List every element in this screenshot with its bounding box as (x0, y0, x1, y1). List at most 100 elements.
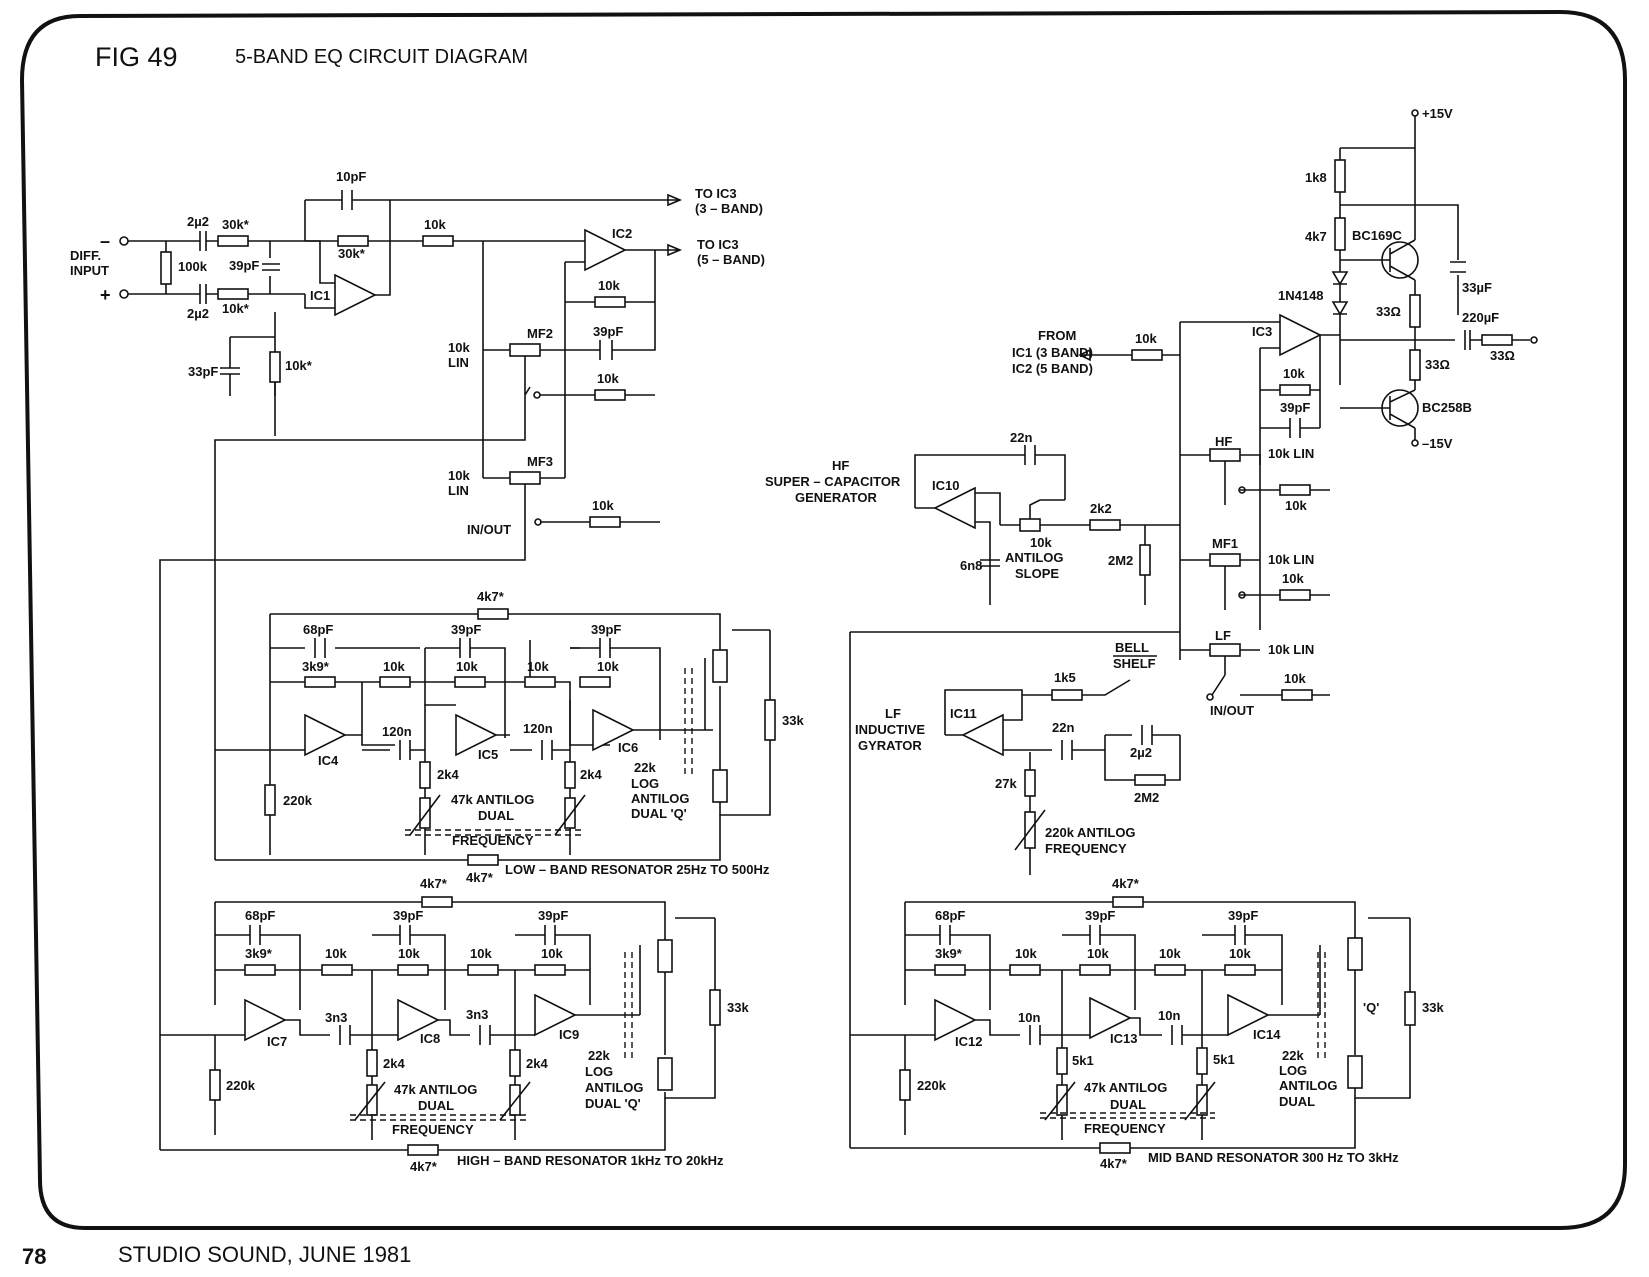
svg-text:MF2: MF2 (527, 326, 553, 341)
svg-text:22k: 22k (1282, 1048, 1304, 1063)
svg-text:3n3: 3n3 (325, 1010, 347, 1025)
svg-text:IC13: IC13 (1110, 1031, 1137, 1046)
mid-band-resonator: 4k7* 68pF 3k9* 10k 39pF 10k 10k 39pF 10k… (849, 632, 1444, 1171)
svg-text:10k: 10k (1283, 366, 1305, 381)
svg-text:10k: 10k (456, 659, 478, 674)
svg-text:IC2: IC2 (612, 226, 632, 241)
slope-pot (1019, 518, 1041, 532)
svg-text:2µ2: 2µ2 (187, 214, 209, 229)
svg-text:MF3: MF3 (527, 454, 553, 469)
svg-text:22k: 22k (588, 1048, 610, 1063)
svg-text:30k*: 30k* (338, 246, 366, 261)
svg-text:10pF: 10pF (336, 169, 366, 184)
svg-text:+15V: +15V (1422, 106, 1453, 121)
figure-title: 5-BAND EQ CIRCUIT DIAGRAM (235, 46, 528, 68)
svg-text:IC5: IC5 (478, 747, 498, 762)
publication-line: STUDIO SOUND, JUNE 1981 (118, 1242, 411, 1267)
svg-text:LOW – BAND RESONATOR 25Hz TO 5: LOW – BAND RESONATOR 25Hz TO 500Hz (505, 862, 770, 877)
svg-text:22n: 22n (1010, 430, 1032, 445)
svg-text:GENERATOR: GENERATOR (795, 490, 877, 505)
svg-text:TO IC3: TO IC3 (695, 186, 737, 201)
svg-text:39pF: 39pF (538, 908, 568, 923)
svg-text:47k ANTILOG: 47k ANTILOG (394, 1082, 477, 1097)
svg-text:1N4148: 1N4148 (1278, 288, 1324, 303)
mf1-pot (1209, 553, 1241, 567)
svg-text:IC1 (3 BAND): IC1 (3 BAND) (1012, 345, 1093, 360)
svg-text:10k: 10k (1135, 331, 1157, 346)
svg-text:33k: 33k (1422, 1000, 1444, 1015)
svg-text:39pF: 39pF (451, 622, 481, 637)
svg-text:10k: 10k (597, 659, 619, 674)
svg-text:INDUCTIVE: INDUCTIVE (855, 722, 925, 737)
svg-text:33µF: 33µF (1462, 280, 1492, 295)
svg-text:FREQUENCY: FREQUENCY (452, 833, 534, 848)
svg-text:10k*: 10k* (285, 358, 313, 373)
svg-text:2M2: 2M2 (1108, 553, 1133, 568)
svg-text:FREQUENCY: FREQUENCY (392, 1122, 474, 1137)
svg-text:–15V: –15V (1422, 436, 1453, 451)
svg-text:2k4: 2k4 (526, 1056, 548, 1071)
svg-text:DUAL 'Q': DUAL 'Q' (631, 806, 687, 821)
svg-text:TO IC3: TO IC3 (697, 237, 739, 252)
svg-text:10k: 10k (1282, 571, 1304, 586)
svg-text:1k5: 1k5 (1054, 670, 1076, 685)
svg-text:2k2: 2k2 (1090, 501, 1112, 516)
hf-super-capacitor-generator: HF SUPER – CAPACITOR GENERATOR IC10 22n … (765, 430, 1180, 605)
svg-text:SHELF: SHELF (1113, 656, 1156, 671)
svg-text:220k: 220k (226, 1078, 256, 1093)
svg-text:(5 – BAND): (5 – BAND) (697, 252, 765, 267)
svg-text:10n: 10n (1018, 1010, 1040, 1025)
svg-text:LOG: LOG (1279, 1063, 1307, 1078)
svg-text:5k1: 5k1 (1213, 1052, 1235, 1067)
svg-text:LOG: LOG (631, 776, 659, 791)
svg-text:DUAL 'Q': DUAL 'Q' (585, 1096, 641, 1111)
svg-text:FROM: FROM (1038, 328, 1076, 343)
svg-text:22n: 22n (1052, 720, 1074, 735)
svg-text:–: – (100, 231, 110, 251)
svg-text:10n: 10n (1158, 1008, 1180, 1023)
svg-text:10k: 10k (597, 371, 619, 386)
svg-text:33k: 33k (727, 1000, 749, 1015)
svg-text:INPUT: INPUT (70, 263, 109, 278)
svg-text:4k7*: 4k7* (466, 870, 494, 885)
svg-text:4k7*: 4k7* (477, 589, 505, 604)
svg-text:39pF: 39pF (1085, 908, 1115, 923)
svg-text:220k: 220k (283, 793, 313, 808)
svg-text:68pF: 68pF (245, 908, 275, 923)
svg-text:GYRATOR: GYRATOR (858, 738, 922, 753)
svg-text:10k: 10k (1030, 535, 1052, 550)
svg-text:10k: 10k (398, 946, 420, 961)
svg-text:(3 – BAND): (3 – BAND) (695, 201, 763, 216)
svg-text:10k: 10k (1087, 946, 1109, 961)
svg-text:39pF: 39pF (1228, 908, 1258, 923)
svg-text:IC10: IC10 (932, 478, 959, 493)
svg-text:IC1: IC1 (310, 288, 330, 303)
input-stage: – + DIFF. INPUT 100k 2µ2 2µ2 30k* 10k* 3… (70, 169, 391, 436)
svg-text:68pF: 68pF (935, 908, 965, 923)
svg-text:IC12: IC12 (955, 1034, 982, 1049)
svg-text:39pF: 39pF (591, 622, 621, 637)
svg-text:10k: 10k (1284, 671, 1306, 686)
lf-pot (1209, 643, 1241, 657)
svg-text:LIN: LIN (448, 355, 469, 370)
svg-text:2µ2: 2µ2 (187, 306, 209, 321)
svg-text:39pF: 39pF (593, 324, 623, 339)
svg-text:39pF: 39pF (229, 258, 259, 273)
lf-inductive-gyrator: LF INDUCTIVE GYRATOR IC11 1k5 22n 2µ2 2M… (855, 670, 1181, 875)
svg-text:10k: 10k (448, 340, 470, 355)
svg-text:DUAL: DUAL (478, 808, 514, 823)
svg-text:3k9*: 3k9* (245, 946, 273, 961)
svg-text:1k8: 1k8 (1305, 170, 1327, 185)
svg-text:39pF: 39pF (1280, 400, 1310, 415)
svg-text:3k9*: 3k9* (935, 946, 963, 961)
mf3-pot (509, 471, 541, 485)
svg-text:HF: HF (832, 458, 849, 473)
svg-text:BC258B: BC258B (1422, 400, 1472, 415)
svg-text:2k4: 2k4 (383, 1056, 405, 1071)
svg-text:MF1: MF1 (1212, 536, 1238, 551)
output-stage: 10k TO IC3 (3 – BAND) IC2 TO IC3 (5 – BA… (159, 186, 765, 1150)
svg-text:2k4: 2k4 (580, 767, 602, 782)
svg-text:3k9*: 3k9* (302, 659, 330, 674)
svg-text:IC2 (5 BAND): IC2 (5 BAND) (1012, 361, 1093, 376)
svg-text:10k: 10k (598, 278, 620, 293)
